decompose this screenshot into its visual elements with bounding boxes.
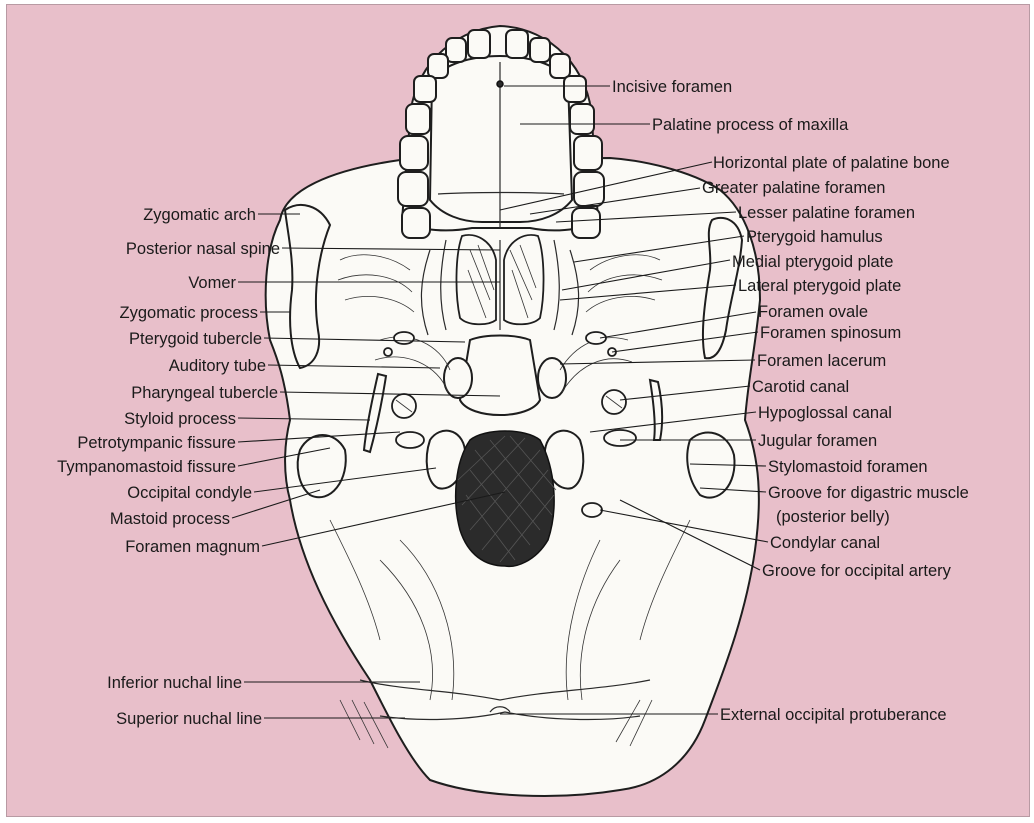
label-medial-pterygoid-plate: Medial pterygoid plate: [732, 253, 893, 271]
label-superior-nuchal-line: Superior nuchal line: [116, 710, 262, 728]
label-styloid-process: Styloid process: [124, 410, 236, 428]
label-incisive-foramen: Incisive foramen: [612, 78, 732, 96]
label-posterior-belly: (posterior belly): [776, 508, 890, 526]
label-zygomatic-arch: Zygomatic arch: [143, 206, 256, 224]
label-horizontal-plate-of-palatine-bone: Horizontal plate of palatine bone: [713, 154, 950, 172]
label-foramen-ovale: Foramen ovale: [758, 303, 868, 321]
right-choana: [504, 235, 544, 324]
label-groove-for-occipital-artery: Groove for occipital artery: [762, 562, 952, 580]
label-lateral-pterygoid-plate: Lateral pterygoid plate: [738, 277, 901, 295]
skull-illustration: [266, 26, 760, 796]
label-stylomastoid-foramen: Stylomastoid foramen: [768, 458, 928, 476]
label-zygomatic-process: Zygomatic process: [120, 304, 258, 322]
label-foramen-magnum: Foramen magnum: [125, 538, 260, 556]
label-foramen-lacerum: Foramen lacerum: [757, 352, 886, 370]
label-tympanomastoid-fissure: Tympanomastoid fissure: [57, 458, 236, 476]
label-pterygoid-hamulus: Pterygoid hamulus: [746, 228, 883, 246]
label-hypoglossal-canal: Hypoglossal canal: [758, 404, 892, 422]
label-mastoid-process: Mastoid process: [110, 510, 230, 528]
label-occipital-condyle: Occipital condyle: [127, 484, 252, 502]
label-inferior-nuchal-line: Inferior nuchal line: [107, 674, 242, 692]
label-petrotympanic-fissure: Petrotympanic fissure: [77, 434, 236, 452]
label-posterior-nasal-spine: Posterior nasal spine: [126, 240, 280, 258]
label-jugular-foramen: Jugular foramen: [758, 432, 877, 450]
label-carotid-canal: Carotid canal: [752, 378, 849, 396]
label-vomer: Vomer: [188, 274, 236, 292]
label-greater-palatine-foramen: Greater palatine foramen: [702, 179, 885, 197]
label-external-occipital-protuberance: External occipital protuberance: [720, 706, 947, 724]
label-pterygoid-tubercle: Pterygoid tubercle: [129, 330, 262, 348]
label-auditory-tube: Auditory tube: [169, 357, 266, 375]
label-pharyngeal-tubercle: Pharyngeal tubercle: [131, 384, 278, 402]
label-foramen-spinosum: Foramen spinosum: [760, 324, 901, 342]
label-groove-for-digastric-muscle: Groove for digastric muscle: [768, 484, 969, 502]
label-lesser-palatine-foramen: Lesser palatine foramen: [738, 204, 915, 222]
label-palatine-process-of-maxilla: Palatine process of maxilla: [652, 116, 849, 134]
label-condylar-canal: Condylar canal: [770, 534, 880, 552]
